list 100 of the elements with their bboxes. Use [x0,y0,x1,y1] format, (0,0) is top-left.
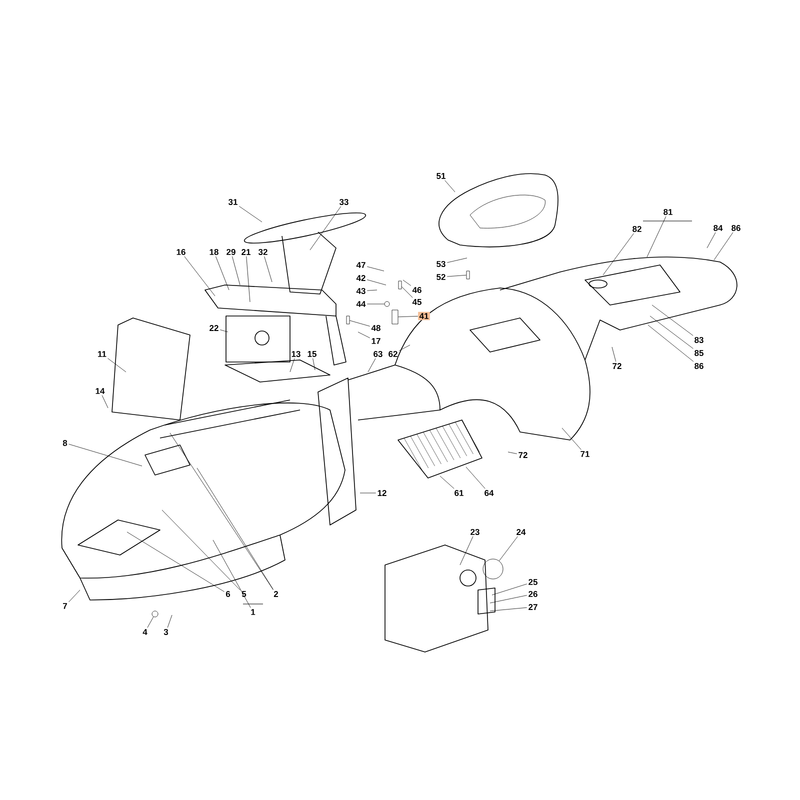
callout-number: 5 [242,591,246,597]
leader-line [290,358,295,372]
callout-number: 64 [484,490,494,496]
leader-line [368,358,376,372]
callout-number: 86 [694,363,704,369]
callout-number: 21 [242,249,250,255]
leader-line [508,452,518,454]
filler-cap-drawing [482,558,504,580]
leader-line [444,180,456,192]
leader-line [490,595,528,604]
leader-line [498,536,518,562]
leader-line [366,290,378,291]
leader-line [402,286,413,298]
callout-number: 15 [308,351,316,357]
callout-number: 45 [412,299,422,305]
callout-number: 71 [580,451,590,457]
leader-line [126,532,224,592]
leader-line [238,206,262,222]
leader-line [446,258,468,263]
callout-number: 7 [63,603,67,609]
leader-line [366,280,386,286]
leader-line [246,256,250,302]
bolt-drawing [398,280,402,290]
leader-line [652,304,694,336]
callout-number: 17 [372,338,380,344]
callout-number: 72 [518,452,528,458]
callout-number: 14 [96,388,105,394]
callout-number: 84 [714,225,723,231]
leader-line [714,232,734,260]
callout-number: 22 [210,325,218,331]
leader-line [398,316,418,318]
leader-line [108,358,126,372]
leader-line [366,266,384,272]
leader-line [196,468,274,590]
leader-line [358,332,370,338]
leader-line [402,280,412,286]
callout-number: 63 [374,351,382,358]
callout-number: 48 [371,325,380,331]
callout-number: 12 [378,490,386,496]
callout-number: 32 [258,249,268,256]
callout-number: 47 [356,262,366,268]
leader-line [232,256,240,286]
leader-line [216,256,230,290]
callout-number: 6 [226,591,230,597]
callout-number: 85 [694,350,704,356]
callout-number: 86 [732,225,740,231]
leader-line [612,346,616,362]
leader-line [68,590,80,602]
leader-line [446,274,466,277]
callout-number: 33 [339,199,348,206]
highlighted-callout-number: 41 [418,312,430,320]
callout-number: 42 [356,275,366,281]
bolt-drawing [466,270,470,280]
washer-drawing [152,610,158,618]
leader-line [440,476,454,489]
callout-number: 3 [164,629,168,636]
leader-line [220,330,228,332]
leader-line [492,584,528,596]
washer-drawing [384,301,390,307]
leader-line [102,395,108,408]
callout-number: 72 [612,363,622,369]
callout-number: 8 [62,440,68,446]
leader-line [170,432,274,590]
callout-number: 53 [436,261,446,268]
callout-number: 62 [388,351,398,357]
leader-line [360,492,376,494]
callout-number: 23 [470,529,480,536]
leader-line [312,358,316,370]
callout-number: 81 [664,209,672,215]
callout-number: 44 [356,301,366,307]
leader-line [602,233,634,276]
callout-number: 82 [632,226,642,232]
leader-line [184,256,216,296]
callout-number: 25 [528,579,538,585]
callout-number: 4 [142,629,148,635]
callout-number: 2 [274,591,278,597]
callout-number: 24 [516,529,526,535]
leader-line [646,216,666,258]
leader-line [167,614,172,628]
callout-number: 61 [454,490,464,496]
callout-number: 29 [226,249,236,255]
leader-line [648,324,694,362]
leader-line [68,444,142,466]
callout-number: 26 [528,591,538,597]
leader-line [398,344,410,351]
callout-number: 13 [292,351,300,358]
leader-line [650,316,694,349]
leader-line [350,320,370,326]
leader-line [460,536,474,566]
leader-line [162,510,240,590]
callout-number: 46 [412,287,422,293]
leader-line [310,206,342,250]
leader-line [706,232,716,248]
callout-number: 83 [694,337,704,344]
bolt-drawing [346,316,350,324]
leader-line [466,466,486,489]
leader-line [147,616,154,628]
callout-number: 43 [356,288,366,294]
callout-number: 1 [251,609,256,615]
callout-number: 31 [228,199,238,206]
